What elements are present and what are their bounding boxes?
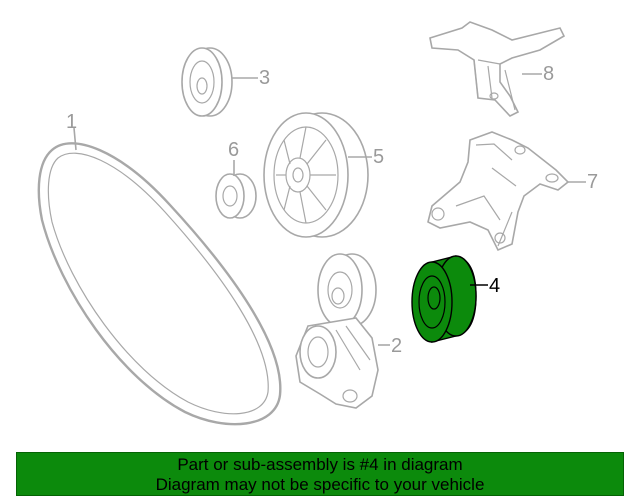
parts-diagram: 1 3 6 5 <box>37 21 598 426</box>
pulley-part-3[interactable]: 3 <box>181 47 270 117</box>
cap-part-6[interactable]: 6 <box>215 139 257 219</box>
caption-line-1: Part or sub-assembly is #4 in diagram <box>177 455 463 474</box>
callout-4[interactable]: 4 <box>489 275 500 297</box>
tensioner-part-2[interactable]: 2 <box>295 253 402 409</box>
callout-7[interactable]: 7 <box>587 171 598 193</box>
pulley-part-5[interactable]: 5 <box>263 112 384 238</box>
bracket-part-8[interactable]: 8 <box>429 21 566 117</box>
pulley-part-4-highlighted[interactable]: 4 <box>411 255 500 343</box>
callout-5[interactable]: 5 <box>373 146 384 168</box>
belt-part-1[interactable]: 1 <box>37 111 282 426</box>
caption-line-2: Diagram may not be specific to your vehi… <box>155 475 485 494</box>
callout-1[interactable]: 1 <box>66 111 77 133</box>
bracket-part-7[interactable]: 7 <box>427 131 598 252</box>
callout-6[interactable]: 6 <box>228 139 239 161</box>
callout-8[interactable]: 8 <box>543 63 554 85</box>
callout-3[interactable]: 3 <box>259 67 270 89</box>
callout-2[interactable]: 2 <box>391 335 402 357</box>
caption-banner: Part or sub-assembly is #4 in diagram Di… <box>16 452 624 496</box>
